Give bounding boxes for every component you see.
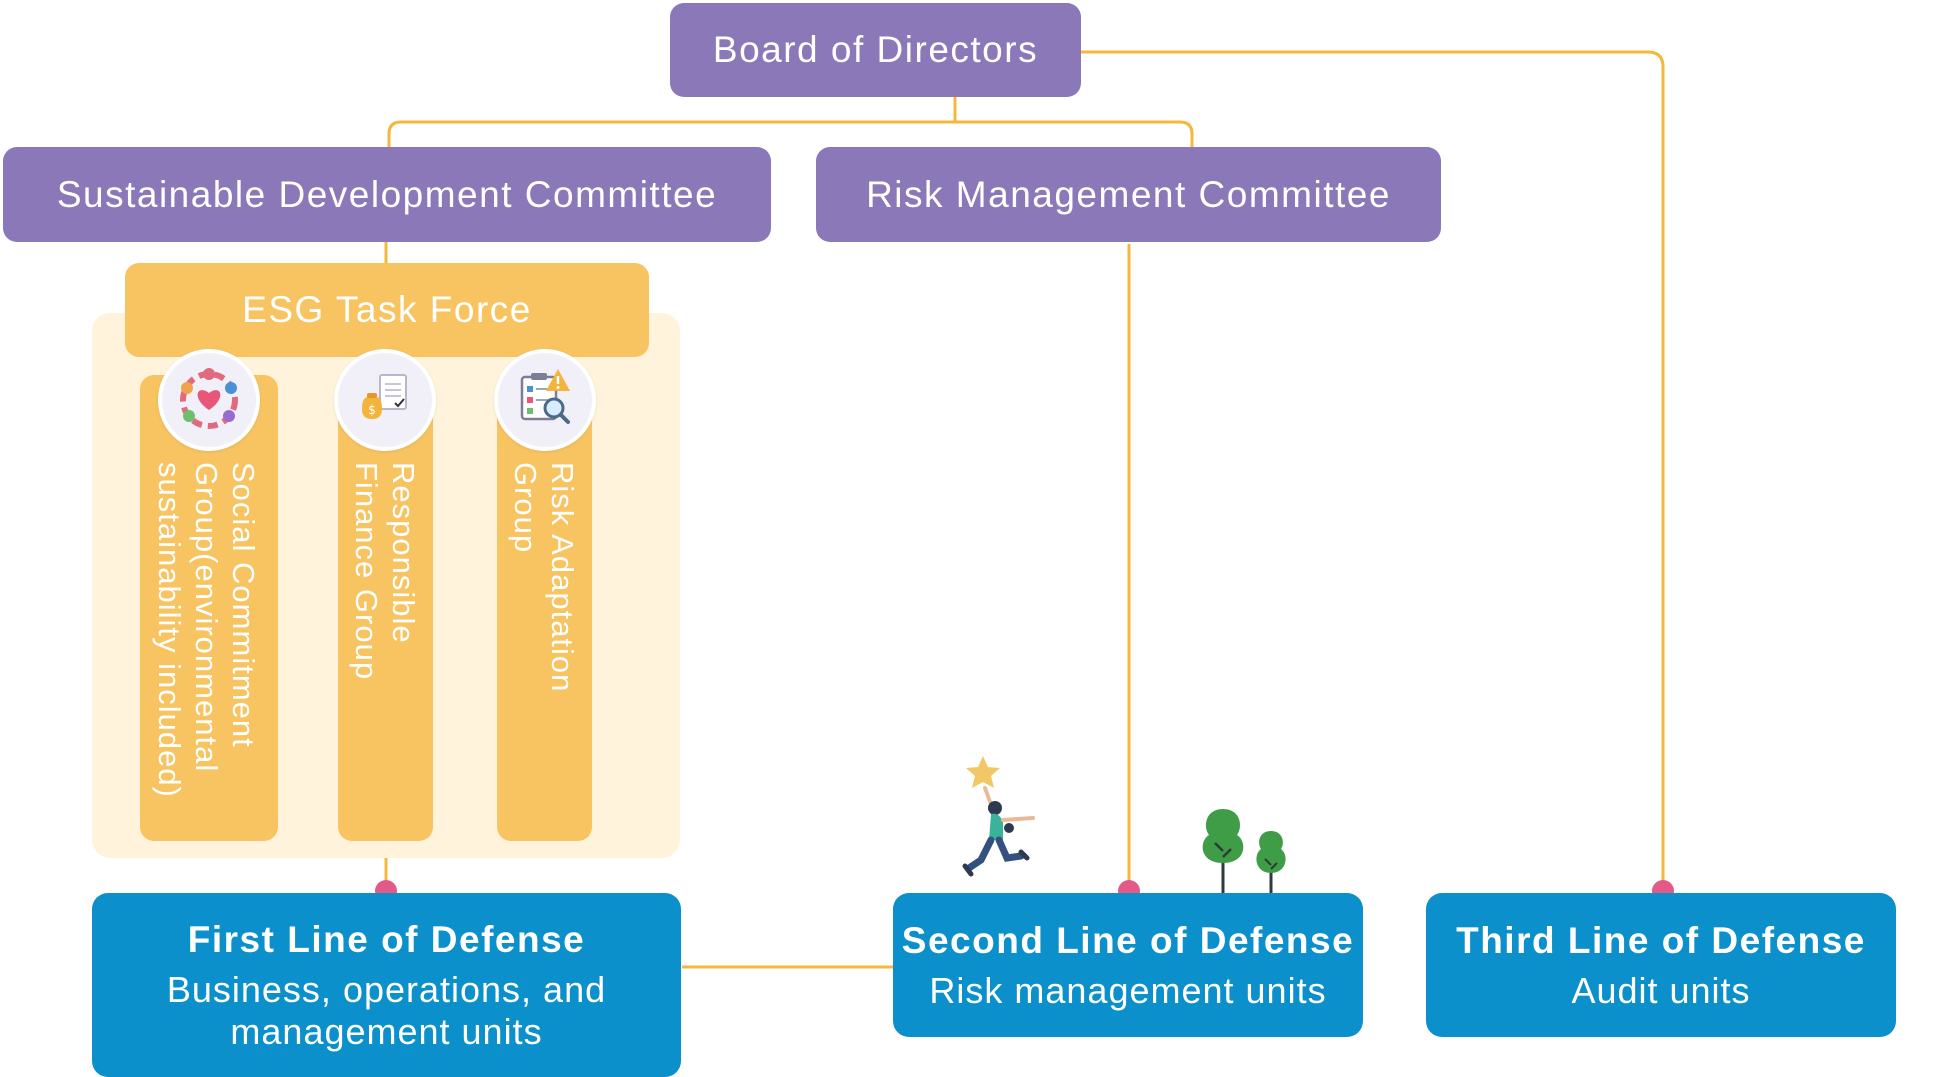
board-of-directors-box: Board of Directors <box>670 3 1081 97</box>
esg-header-label: ESG Task Force <box>242 289 532 330</box>
third-line-title: Third Line of Defense <box>1456 920 1866 961</box>
risk-adaptation-group-label: Risk Adaptation Group <box>508 462 580 693</box>
social-commitment-group-label: Social Commitment Group(environmental su… <box>152 462 261 798</box>
third-line-subtitle: Audit units <box>1571 970 1751 1011</box>
sustainable-development-committee-box: Sustainable Development Committee <box>3 147 771 242</box>
risk-management-committee-box: Risk Management Committee <box>816 147 1441 242</box>
esg-task-force-header: ESG Task Force <box>125 263 649 357</box>
first-line-of-defense-box: First Line of Defense Business, operatio… <box>92 893 681 1077</box>
third-line-of-defense-box: Third Line of Defense Audit units <box>1426 893 1896 1037</box>
first-line-subtitle-line1: Business, operations, and <box>166 969 607 1010</box>
first-line-subtitle-line2: management units <box>230 1011 543 1052</box>
person-reaching-star-illustration <box>962 756 1035 877</box>
money-document-icon: $ <box>334 349 436 451</box>
second-line-title: Second Line of Defense <box>901 920 1355 961</box>
second-line-subtitle: Risk management units <box>929 970 1327 1011</box>
risk-adaptation-group-pillar <box>497 375 592 841</box>
responsible-finance-group-pillar <box>338 375 433 841</box>
social-commitment-group-pillar <box>140 375 278 841</box>
clipboard-warning-icon <box>494 349 596 451</box>
board-label: Board of Directors <box>712 29 1039 70</box>
risk-committee-label: Risk Management Committee <box>866 173 1391 215</box>
people-heart-icon <box>158 349 260 451</box>
first-line-title: First Line of Defense <box>187 919 586 960</box>
sustainable-committee-label: Sustainable Development Committee <box>56 173 718 215</box>
trees-illustration <box>1202 809 1286 893</box>
second-line-of-defense-box: Second Line of Defense Risk management u… <box>893 893 1363 1037</box>
responsible-finance-group-label: Responsible Finance Group <box>349 462 421 681</box>
svg-text:$: $ <box>368 403 376 417</box>
